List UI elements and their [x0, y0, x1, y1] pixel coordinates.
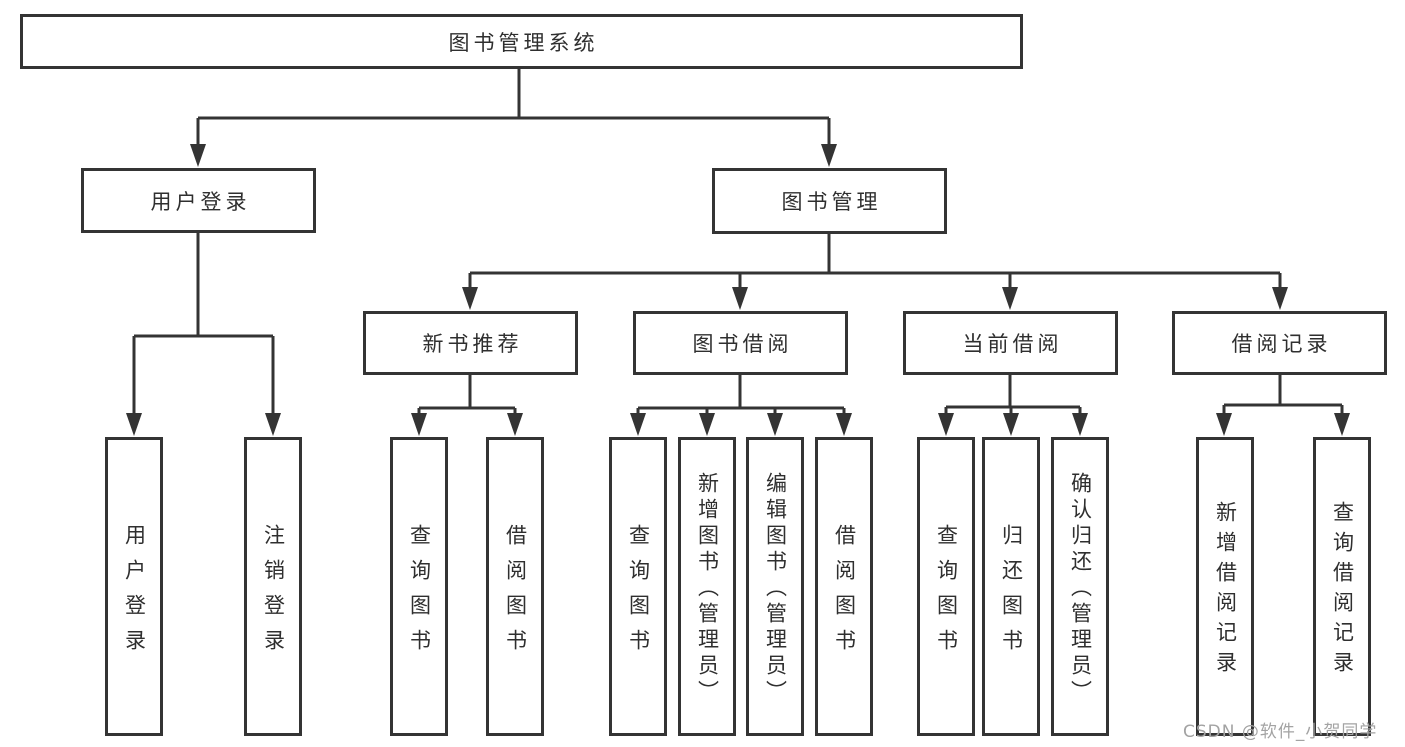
leaf-return-books: 归还图书 — [982, 437, 1040, 736]
node-root-system: 图书管理系统 — [20, 14, 1023, 69]
node-borrow-record-label: 借阅记录 — [1231, 332, 1332, 356]
leaf-query-books-recommend: 查询图书 — [390, 437, 448, 736]
leaf-add-borrow-record: 新增借阅记录 — [1196, 437, 1254, 736]
arrowheads — [126, 144, 1350, 436]
node-new-book-recommend: 新书推荐 — [363, 311, 578, 375]
leaf-user-login: 用户登录 — [105, 437, 163, 736]
leaf-borrow-books-recommend-label: 借阅图书 — [503, 523, 528, 664]
leaf-confirm-return-admin: 确认归还（管理员） — [1051, 437, 1109, 736]
leaf-query-borrow-record-label: 查询借阅记录 — [1330, 501, 1355, 681]
leaf-query-books-borrow: 查询图书 — [609, 437, 667, 736]
leaf-query-books-current-label: 查询图书 — [934, 523, 959, 664]
node-new-book-recommend-label: 新书推荐 — [422, 332, 523, 356]
leaf-return-books-label: 归还图书 — [999, 523, 1024, 664]
leaf-edit-books-admin-label: 编辑图书（管理员） — [763, 472, 788, 706]
leaf-query-books-recommend-label: 查询图书 — [407, 523, 432, 664]
csdn-watermark: CSDN @软件_小贺同学 — [1183, 722, 1378, 742]
leaf-confirm-return-admin-label: 确认归还（管理员） — [1068, 472, 1093, 706]
leaf-query-books-borrow-label: 查询图书 — [626, 523, 651, 664]
leaf-user-login-label: 用户登录 — [122, 523, 147, 664]
node-book-management-label: 图书管理 — [781, 190, 882, 214]
node-book-borrow: 图书借阅 — [633, 311, 848, 375]
node-current-borrow: 当前借阅 — [903, 311, 1118, 375]
leaf-add-borrow-record-label: 新增借阅记录 — [1213, 501, 1238, 681]
leaf-add-books-admin: 新增图书（管理员） — [678, 437, 736, 736]
node-book-management: 图书管理 — [712, 168, 947, 234]
node-borrow-record: 借阅记录 — [1172, 311, 1387, 375]
leaf-logout-label: 注销登录 — [261, 523, 286, 664]
leaf-borrow-books-recommend: 借阅图书 — [486, 437, 544, 736]
leaf-borrow-books-label: 借阅图书 — [832, 523, 857, 664]
leaf-borrow-books: 借阅图书 — [815, 437, 873, 736]
leaf-query-books-current: 查询图书 — [917, 437, 975, 736]
leaf-add-books-admin-label: 新增图书（管理员） — [695, 472, 720, 706]
node-user-login: 用户登录 — [81, 168, 316, 233]
node-user-login-label: 用户登录 — [150, 189, 251, 214]
node-book-borrow-label: 图书借阅 — [692, 332, 793, 356]
leaf-logout: 注销登录 — [244, 437, 302, 736]
leaf-edit-books-admin: 编辑图书（管理员） — [746, 437, 804, 736]
node-current-borrow-label: 当前借阅 — [962, 332, 1063, 356]
leaf-query-borrow-record: 查询借阅记录 — [1313, 437, 1371, 736]
node-root-label: 图书管理系统 — [448, 30, 599, 55]
